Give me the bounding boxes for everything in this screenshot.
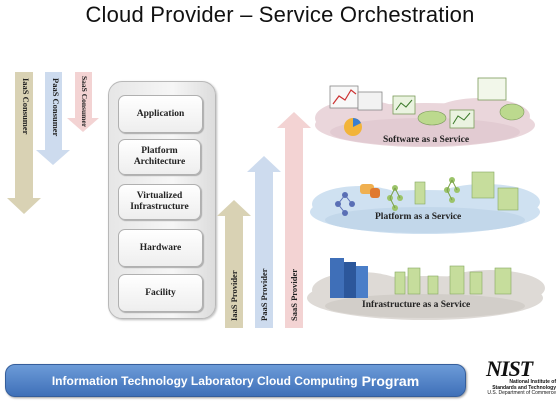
- saas-consumer-arrow: [67, 72, 99, 132]
- paas-cloud: [310, 184, 540, 234]
- saas-app-icons: [329, 77, 525, 136]
- layer-virtualized-infrastructure: Virtualized Infrastructure: [118, 184, 201, 220]
- iaas-provider-label: IaaS Provider: [229, 270, 239, 321]
- consumer-arrows: [7, 72, 99, 214]
- banner-program-text: Program: [361, 372, 420, 389]
- iaas-consumer-arrow: [7, 72, 41, 214]
- iaas-server-icons: [330, 258, 512, 298]
- service-clouds: [307, 77, 545, 320]
- paas-consumer-arrow: [36, 72, 70, 165]
- banner-text: Information Technology Laboratory Cloud …: [51, 373, 358, 388]
- saas-consumer-label: SaaS Consumer: [80, 76, 89, 128]
- paas-cloud-label: Platform as a Service: [375, 212, 462, 222]
- nist-line-1: National Institute of: [509, 379, 556, 385]
- saas-provider-label: SaaS Provider: [289, 268, 299, 321]
- iaas-cloud-label: Infrastructure as a Service: [362, 300, 471, 310]
- iaas-provider-arrow: [217, 200, 251, 328]
- nist-line-2: Standards and Technology: [492, 384, 556, 391]
- layer-hardware: Hardware: [118, 229, 203, 267]
- saas-provider-arrow: [277, 112, 311, 328]
- layer-application: Application: [118, 95, 203, 133]
- paas-platform-icons: [335, 171, 519, 216]
- paas-consumer-label: PaaS Consumer: [51, 78, 61, 137]
- nist-logo: NIST: [486, 356, 533, 381]
- layer-platform-architecture: Platform Architecture: [118, 139, 201, 175]
- paas-provider-arrow: [247, 156, 281, 328]
- paas-provider-label: PaaS Provider: [259, 268, 269, 322]
- page-title: Cloud Provider – Service Orchestration: [85, 2, 475, 27]
- iaas-consumer-label: IaaS Consumer: [21, 78, 31, 135]
- nist-line-3: U.S. Department of Commerce: [487, 390, 556, 396]
- nist-subtitle: National Institute of Standards and Tech…: [480, 379, 556, 397]
- layer-facility: Facility: [118, 274, 203, 312]
- itl-banner: Information Technology Laboratory Cloud …: [5, 364, 466, 397]
- saas-cloud-label: Software as a Service: [383, 135, 470, 145]
- provider-arrows: [217, 112, 311, 328]
